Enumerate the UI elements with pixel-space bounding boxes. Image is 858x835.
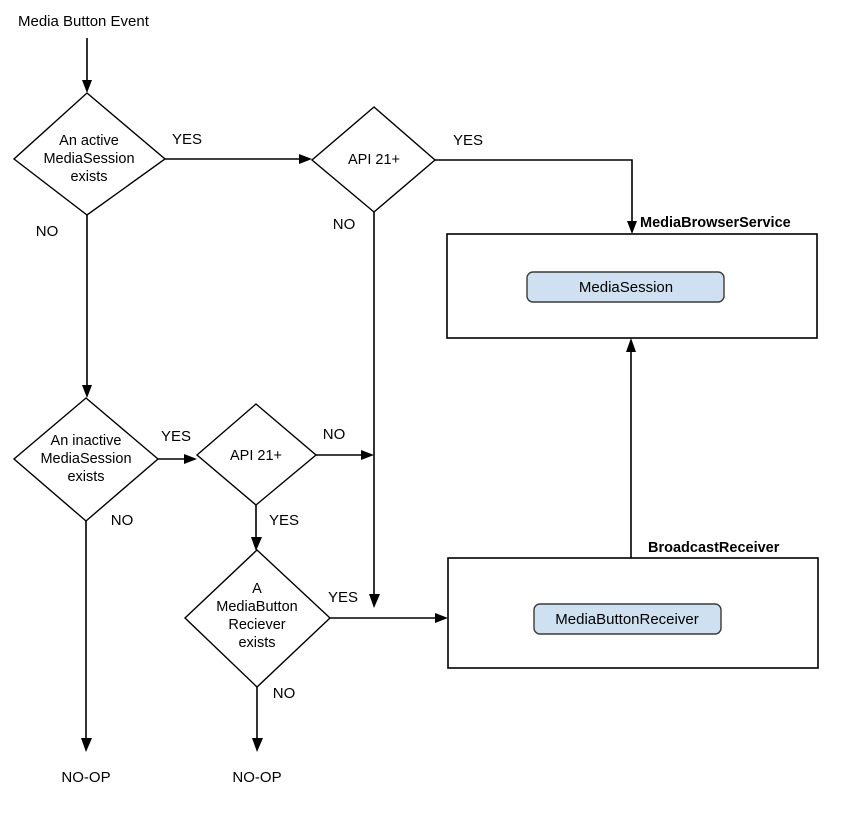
edge-api21top-yes-to-mediabrowserservice: YES (435, 132, 637, 234)
decision-inactive-mediasession[interactable]: An inactive MediaSession exists (12, 397, 160, 522)
decision-active-mediasession[interactable]: An active MediaSession exists (12, 92, 167, 216)
edge-inactive-yes-to-api21bottom: YES (158, 428, 197, 464)
edge-label-inactive-yes: YES (161, 428, 191, 445)
edge-active-yes-to-api21top: YES (165, 131, 312, 164)
edge-label-active-yes: YES (172, 131, 202, 148)
decision-api21-top[interactable]: API 21+ (310, 106, 437, 213)
decision-active-mediasession-line-1: An active (59, 133, 119, 149)
edge-mediabutton-no-to-noop-middle: NO (252, 685, 295, 752)
entry-label: Media Button Event (18, 13, 150, 30)
decision-mediabutton-receiver-line-1: A (252, 581, 262, 597)
terminal-noop-left: NO-OP (61, 769, 110, 786)
decision-active-mediasession-line-2: MediaSession (43, 151, 134, 167)
node-mediabuttonreceiver-label: MediaButtonReceiver (555, 611, 698, 628)
edge-api21bottom-yes-to-mediabuttonreceiver: YES (251, 505, 299, 551)
edge-label-inactive-no: NO (111, 512, 134, 529)
edge-label-mediabutton-yes: YES (328, 589, 358, 606)
decision-inactive-mediasession-line-2: MediaSession (40, 451, 131, 467)
edge-label-api21top-yes: YES (453, 132, 483, 149)
edge-api21bottom-no-to-broadcastreceiver: NO (316, 426, 374, 460)
node-mediasession[interactable]: MediaSession (526, 271, 725, 303)
container-mediabrowserservice[interactable]: MediaBrowserService MediaSession (446, 215, 818, 339)
decision-active-mediasession-line-3: exists (70, 169, 107, 185)
container-broadcastreceiver[interactable]: BroadcastReceiver MediaButtonReceiver (447, 540, 819, 669)
edge-label-active-no: NO (36, 223, 59, 240)
decision-inactive-mediasession-line-1: An inactive (51, 433, 122, 449)
decision-mediabutton-receiver-line-4: exists (238, 635, 275, 651)
decision-inactive-mediasession-line-3: exists (67, 469, 104, 485)
terminal-noop-middle: NO-OP (232, 769, 281, 786)
edge-mediabutton-yes-to-broadcastreceiver: YES (328, 589, 448, 623)
node-mediabuttonreceiver[interactable]: MediaButtonReceiver (533, 603, 722, 635)
edge-label-api21bottom-yes: YES (269, 512, 299, 529)
decision-mediabutton-receiver-line-2: MediaButton (216, 599, 297, 615)
node-mediasession-label: MediaSession (579, 279, 673, 296)
decision-api21-bottom-label: API 21+ (230, 448, 282, 464)
edge-label-mediabutton-no: NO (273, 685, 296, 702)
decision-mediabutton-receiver-line-3: Reciever (228, 617, 285, 633)
edge-api21top-no-to-broadcastreceiver: NO (333, 212, 380, 608)
edge-inactive-no-to-noop-left: NO (81, 512, 133, 752)
edge-broadcastreceiver-to-mediabrowserservice (626, 338, 636, 558)
decision-mediabutton-receiver[interactable]: A MediaButton Reciever exists (183, 549, 332, 688)
container-broadcastreceiver-title: BroadcastReceiver (648, 540, 780, 556)
edge-active-no-to-inactive: NO (36, 215, 92, 398)
decision-api21-top-label: API 21+ (348, 152, 400, 168)
edge-label-api21bottom-no: NO (323, 426, 346, 443)
edge-label-api21top-no: NO (333, 216, 356, 233)
container-mediabrowserservice-title: MediaBrowserService (640, 215, 791, 231)
edge-entry-to-active-session (82, 38, 92, 93)
decision-api21-bottom[interactable]: API 21+ (195, 403, 318, 506)
